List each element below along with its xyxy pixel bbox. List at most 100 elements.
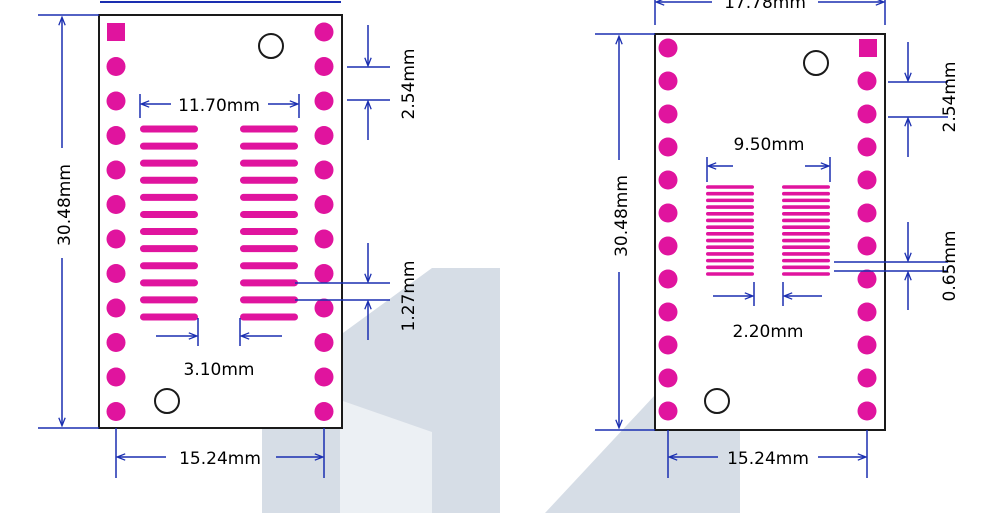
- pin-pad: [857, 302, 877, 322]
- lead-pad: [240, 193, 298, 201]
- pin-pad: [314, 298, 334, 318]
- mounting-hole: [258, 33, 284, 59]
- pin-pad: [857, 269, 877, 289]
- lead-pad: [140, 176, 198, 184]
- mounting-hole: [704, 388, 730, 414]
- top-width-label: 17.78mm: [724, 0, 806, 13]
- lead-pitch-dimension: 1.27mm: [295, 243, 419, 340]
- height-dimension: 30.48mm: [595, 33, 655, 431]
- lead-pad: [706, 265, 754, 270]
- lead-pad: [782, 225, 830, 229]
- lead-pad: [782, 252, 830, 256]
- pin-pad: [314, 402, 334, 421]
- pin-pad: [314, 264, 334, 283]
- pin-pad: [106, 160, 126, 180]
- lead-pad: [140, 279, 198, 287]
- board-outline: [98, 14, 343, 429]
- pin-pad: [314, 91, 334, 111]
- lead-pad: [706, 245, 754, 250]
- lead-pad: [706, 232, 754, 236]
- lead-pad: [706, 252, 754, 256]
- lead-pitch-label: 0.65mm: [940, 231, 960, 302]
- pin-pad: [314, 57, 334, 76]
- pin-pad: [106, 264, 126, 283]
- lead-pad: [706, 185, 754, 189]
- height-dimension: 30.48mm: [38, 14, 99, 429]
- pin-pad: [106, 402, 126, 421]
- height-label: 30.48mm: [612, 175, 632, 257]
- pin-pad: [857, 170, 877, 190]
- lead-pad: [240, 245, 298, 253]
- lead-pad: [782, 232, 830, 236]
- pin-pad: [658, 368, 678, 388]
- lead-pad: [782, 185, 830, 189]
- lead-pad: [240, 279, 298, 287]
- pin-pad: [857, 335, 877, 355]
- pin-pad: [658, 236, 678, 256]
- pin-pad: [857, 401, 877, 421]
- pin-pad: [857, 104, 877, 124]
- pin-pad: [658, 302, 678, 322]
- lead-pad: [782, 205, 830, 209]
- pitch-dimension: 2.54mm: [347, 25, 419, 140]
- lead-pad: [140, 210, 198, 218]
- row-spacing-dimension: 15.24mm: [667, 430, 868, 478]
- pin-pad: [314, 160, 334, 180]
- lead-pad: [140, 142, 198, 150]
- lead-pad: [240, 313, 298, 321]
- lead-pad: [140, 228, 198, 236]
- pitch-label: 2.54mm: [940, 62, 960, 133]
- pitch-dimension: 2.54mm: [888, 42, 960, 157]
- pin-pad: [106, 367, 126, 387]
- pin-pad: [106, 333, 126, 352]
- pin-pad: [314, 195, 334, 214]
- lead-pad: [706, 205, 754, 209]
- lead-pad: [140, 245, 198, 253]
- pin-pad: [658, 137, 678, 157]
- pin-pad: [314, 126, 334, 145]
- mounting-hole: [154, 388, 180, 414]
- row-spacing-label: 15.24mm: [179, 449, 261, 469]
- pin-pad: [314, 333, 334, 352]
- lead-pad: [782, 198, 830, 203]
- right-lead-pads: [782, 185, 830, 276]
- lead-length-dimension: 2.20mm: [713, 282, 822, 342]
- lead-pad: [240, 210, 298, 218]
- pitch-label: 2.54mm: [399, 49, 419, 120]
- pin-pad: [857, 236, 877, 256]
- right-pin-column: [857, 71, 877, 421]
- lead-pad: [782, 191, 830, 196]
- lead-pad: [706, 218, 754, 223]
- pin-pad: [857, 203, 877, 223]
- top-width-dimension: 17.78mm: [654, 0, 886, 25]
- pin-pad: [106, 229, 126, 249]
- lead-pad: [140, 125, 198, 133]
- lead-pad: [140, 313, 198, 321]
- right-lead-pads: [240, 125, 298, 321]
- lead-pad: [140, 193, 198, 201]
- row-spacing-dimension: 15.24mm: [115, 428, 325, 478]
- pin-pad: [106, 91, 126, 111]
- lead-pad: [782, 272, 830, 276]
- pad-span-dimension: 9.50mm: [706, 135, 831, 182]
- lead-pad: [140, 296, 198, 304]
- pin-pad: [658, 104, 678, 124]
- left-breakout-board: 30.48mm 2.54mm 11.70mm 1.27mm: [38, 1, 419, 478]
- pin1-square-pad: [107, 23, 125, 41]
- lead-pad: [706, 272, 754, 276]
- pin-pad: [658, 71, 678, 91]
- pin-pad: [658, 170, 678, 190]
- lead-pitch-label: 1.27mm: [399, 261, 419, 332]
- lead-pad: [782, 238, 830, 243]
- lead-pad: [240, 159, 298, 167]
- pin-pad: [658, 401, 678, 421]
- pad-span-label: 9.50mm: [734, 135, 805, 155]
- pin-pad: [106, 298, 126, 318]
- lead-pad: [706, 191, 754, 196]
- lead-pad: [706, 225, 754, 229]
- lead-pad: [240, 142, 298, 150]
- pin-pad: [857, 368, 877, 388]
- left-lead-pads: [140, 125, 198, 321]
- lead-length-label: 3.10mm: [184, 360, 255, 380]
